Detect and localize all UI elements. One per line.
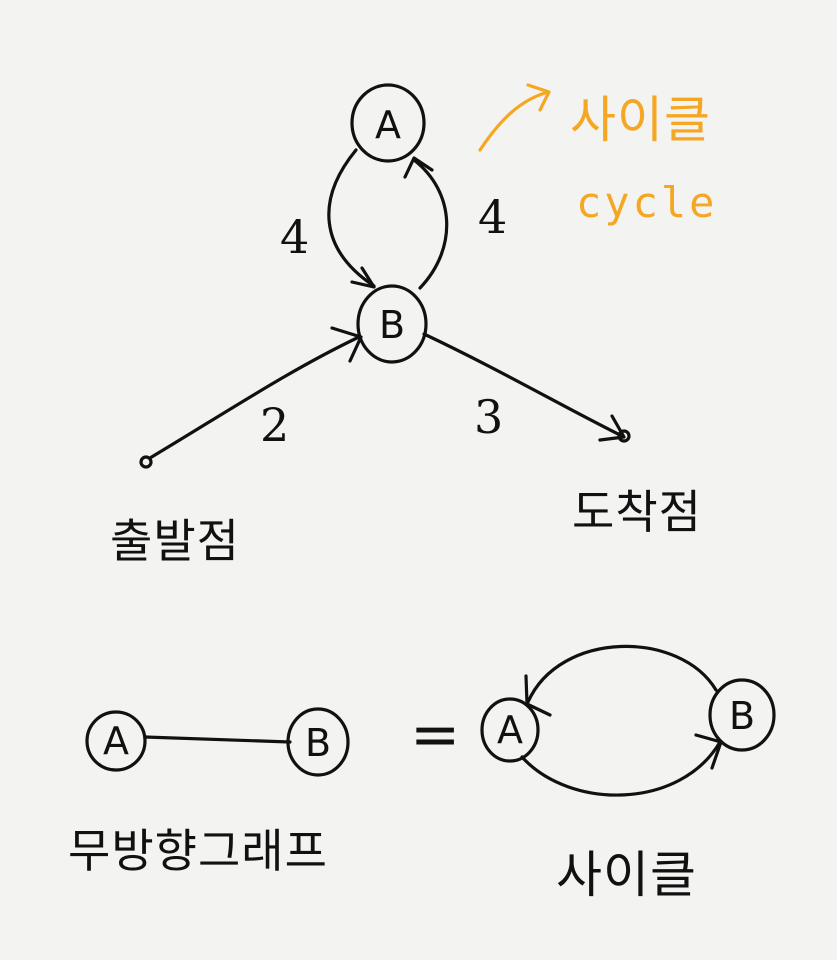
top-edge-b-to-a (403, 156, 449, 290)
cycle-annotation-korean: 사이클 (570, 91, 711, 149)
equals-sign: = (410, 700, 461, 770)
top-edge-a-to-b (327, 148, 376, 289)
cycle-node-b-label: B (729, 694, 755, 738)
arrowhead-icon (350, 266, 376, 289)
weight-left-loop: 4 (280, 210, 310, 264)
weight-end-edge: 3 (474, 390, 504, 444)
undirected-node-b-label: B (305, 721, 331, 765)
top-node-b: B (356, 284, 428, 364)
arrowhead-icon (526, 83, 551, 112)
undirected-caption: 무방향그래프 (68, 824, 328, 878)
arrowhead-icon (403, 156, 434, 179)
top-edge-b-to-end (422, 332, 631, 443)
end-label: 도착점 (572, 485, 702, 539)
weight-start-edge: 2 (260, 398, 290, 452)
top-edge-start-to-b (139, 326, 363, 469)
start-label: 출발점 (110, 514, 240, 568)
top-node-b-label: B (379, 303, 405, 347)
cycle-graph: A B (480, 644, 776, 797)
cycle-annotation-arrow (478, 83, 551, 152)
start-point (139, 455, 153, 469)
cycle-annotation-english: cycle (576, 178, 718, 227)
arrowhead-icon (694, 733, 723, 770)
undirected-node-a-label: A (103, 719, 129, 763)
top-node-a-label: A (375, 103, 401, 147)
top-node-a: A (350, 83, 426, 163)
arrowhead-icon (598, 414, 626, 442)
end-point (617, 429, 631, 443)
arrowhead-icon (330, 326, 363, 363)
weight-right-loop: 4 (478, 190, 508, 244)
cycle-caption: 사이클 (556, 846, 697, 904)
cycle-node-a-label: A (497, 708, 523, 752)
arrowhead-icon (524, 674, 552, 717)
undirected-graph: A B (85, 707, 350, 777)
